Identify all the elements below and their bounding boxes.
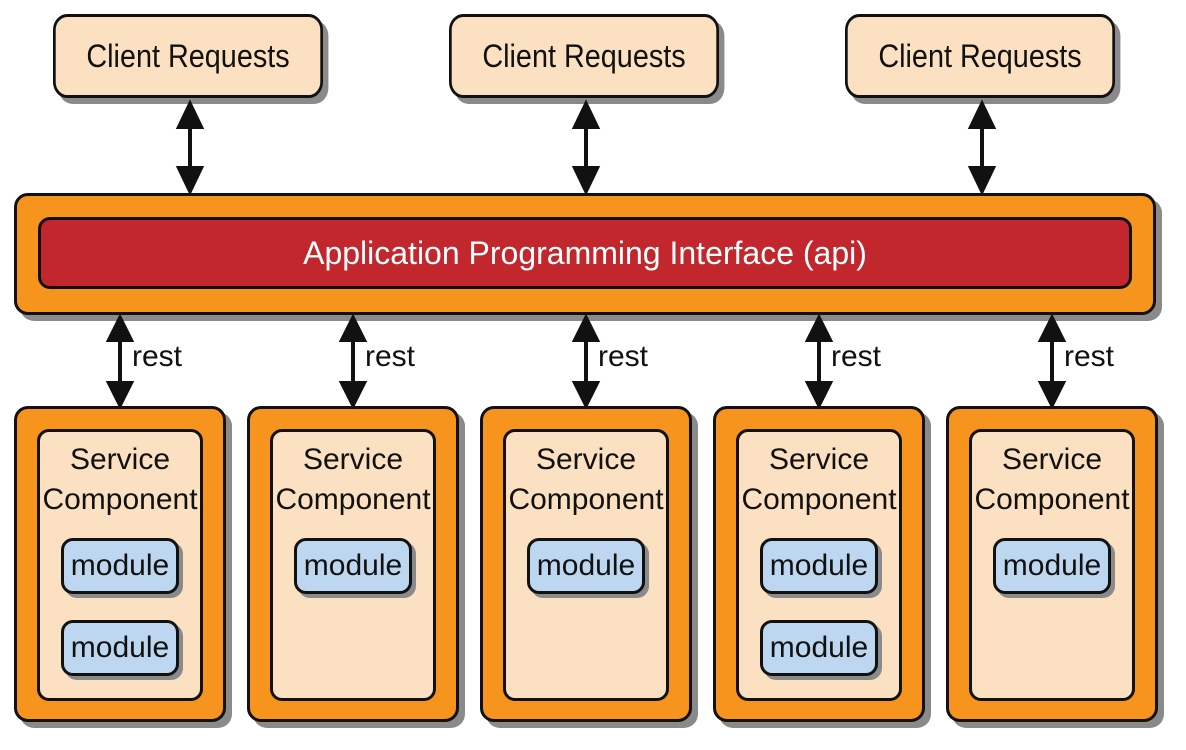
service-title-line2: Component (508, 483, 664, 516)
service-component-1: Service Component module module (14, 406, 226, 722)
double-arrow-rest-4 (804, 313, 834, 410)
service-title-line1: Service (1001, 443, 1103, 476)
rest-label-3: rest (598, 340, 649, 373)
double-arrow-rest-3 (571, 313, 601, 410)
client-requests-box-2: Client Requests (449, 14, 719, 98)
service-component-3-body: Service Component module (503, 429, 669, 701)
service-component-2: Service Component module (247, 406, 459, 722)
service-component-4-title: Service Component (739, 440, 899, 520)
rest-label-1: rest (132, 340, 183, 373)
service-title-line1: Service (69, 443, 171, 476)
module-box: module (993, 538, 1111, 594)
double-arrow-client-1 (175, 99, 205, 196)
rest-label-4: rest (831, 340, 882, 373)
rest-label-5: rest (1064, 340, 1115, 373)
service-component-5-body: Service Component module (969, 429, 1135, 701)
service-component-5: Service Component module (946, 406, 1158, 722)
service-component-1-body: Service Component module module (37, 429, 203, 701)
module-box: module (527, 538, 645, 594)
client-requests-box-1: Client Requests (53, 14, 323, 98)
module-box: module (760, 538, 878, 594)
double-arrow-rest-5 (1037, 313, 1067, 410)
client-requests-box-3: Client Requests (845, 14, 1115, 98)
service-title-line2: Component (42, 483, 198, 516)
module-box: module (61, 538, 179, 594)
double-arrow-client-2 (571, 99, 601, 196)
service-title-line1: Service (535, 443, 637, 476)
service-title-line1: Service (768, 443, 870, 476)
service-component-4-body: Service Component module module (736, 429, 902, 701)
module-box: module (294, 538, 412, 594)
service-component-2-title: Service Component (273, 440, 433, 520)
api-label-bar: Application Programming Interface (api) (38, 217, 1132, 289)
rest-label-2: rest (365, 340, 416, 373)
service-title-line1: Service (302, 443, 404, 476)
service-title-line2: Component (275, 483, 431, 516)
service-title-line2: Component (974, 483, 1130, 516)
service-title-line2: Component (741, 483, 897, 516)
service-component-5-title: Service Component (972, 440, 1132, 520)
api-layer: Application Programming Interface (api) (14, 193, 1156, 315)
module-box: module (61, 620, 179, 676)
double-arrow-rest-2 (338, 313, 368, 410)
service-component-3: Service Component module (480, 406, 692, 722)
service-component-1-title: Service Component (40, 440, 200, 520)
service-component-4: Service Component module module (713, 406, 925, 722)
module-box: module (760, 620, 878, 676)
double-arrow-client-3 (967, 99, 997, 196)
service-component-3-title: Service Component (506, 440, 666, 520)
service-component-2-body: Service Component module (270, 429, 436, 701)
double-arrow-rest-1 (105, 313, 135, 410)
